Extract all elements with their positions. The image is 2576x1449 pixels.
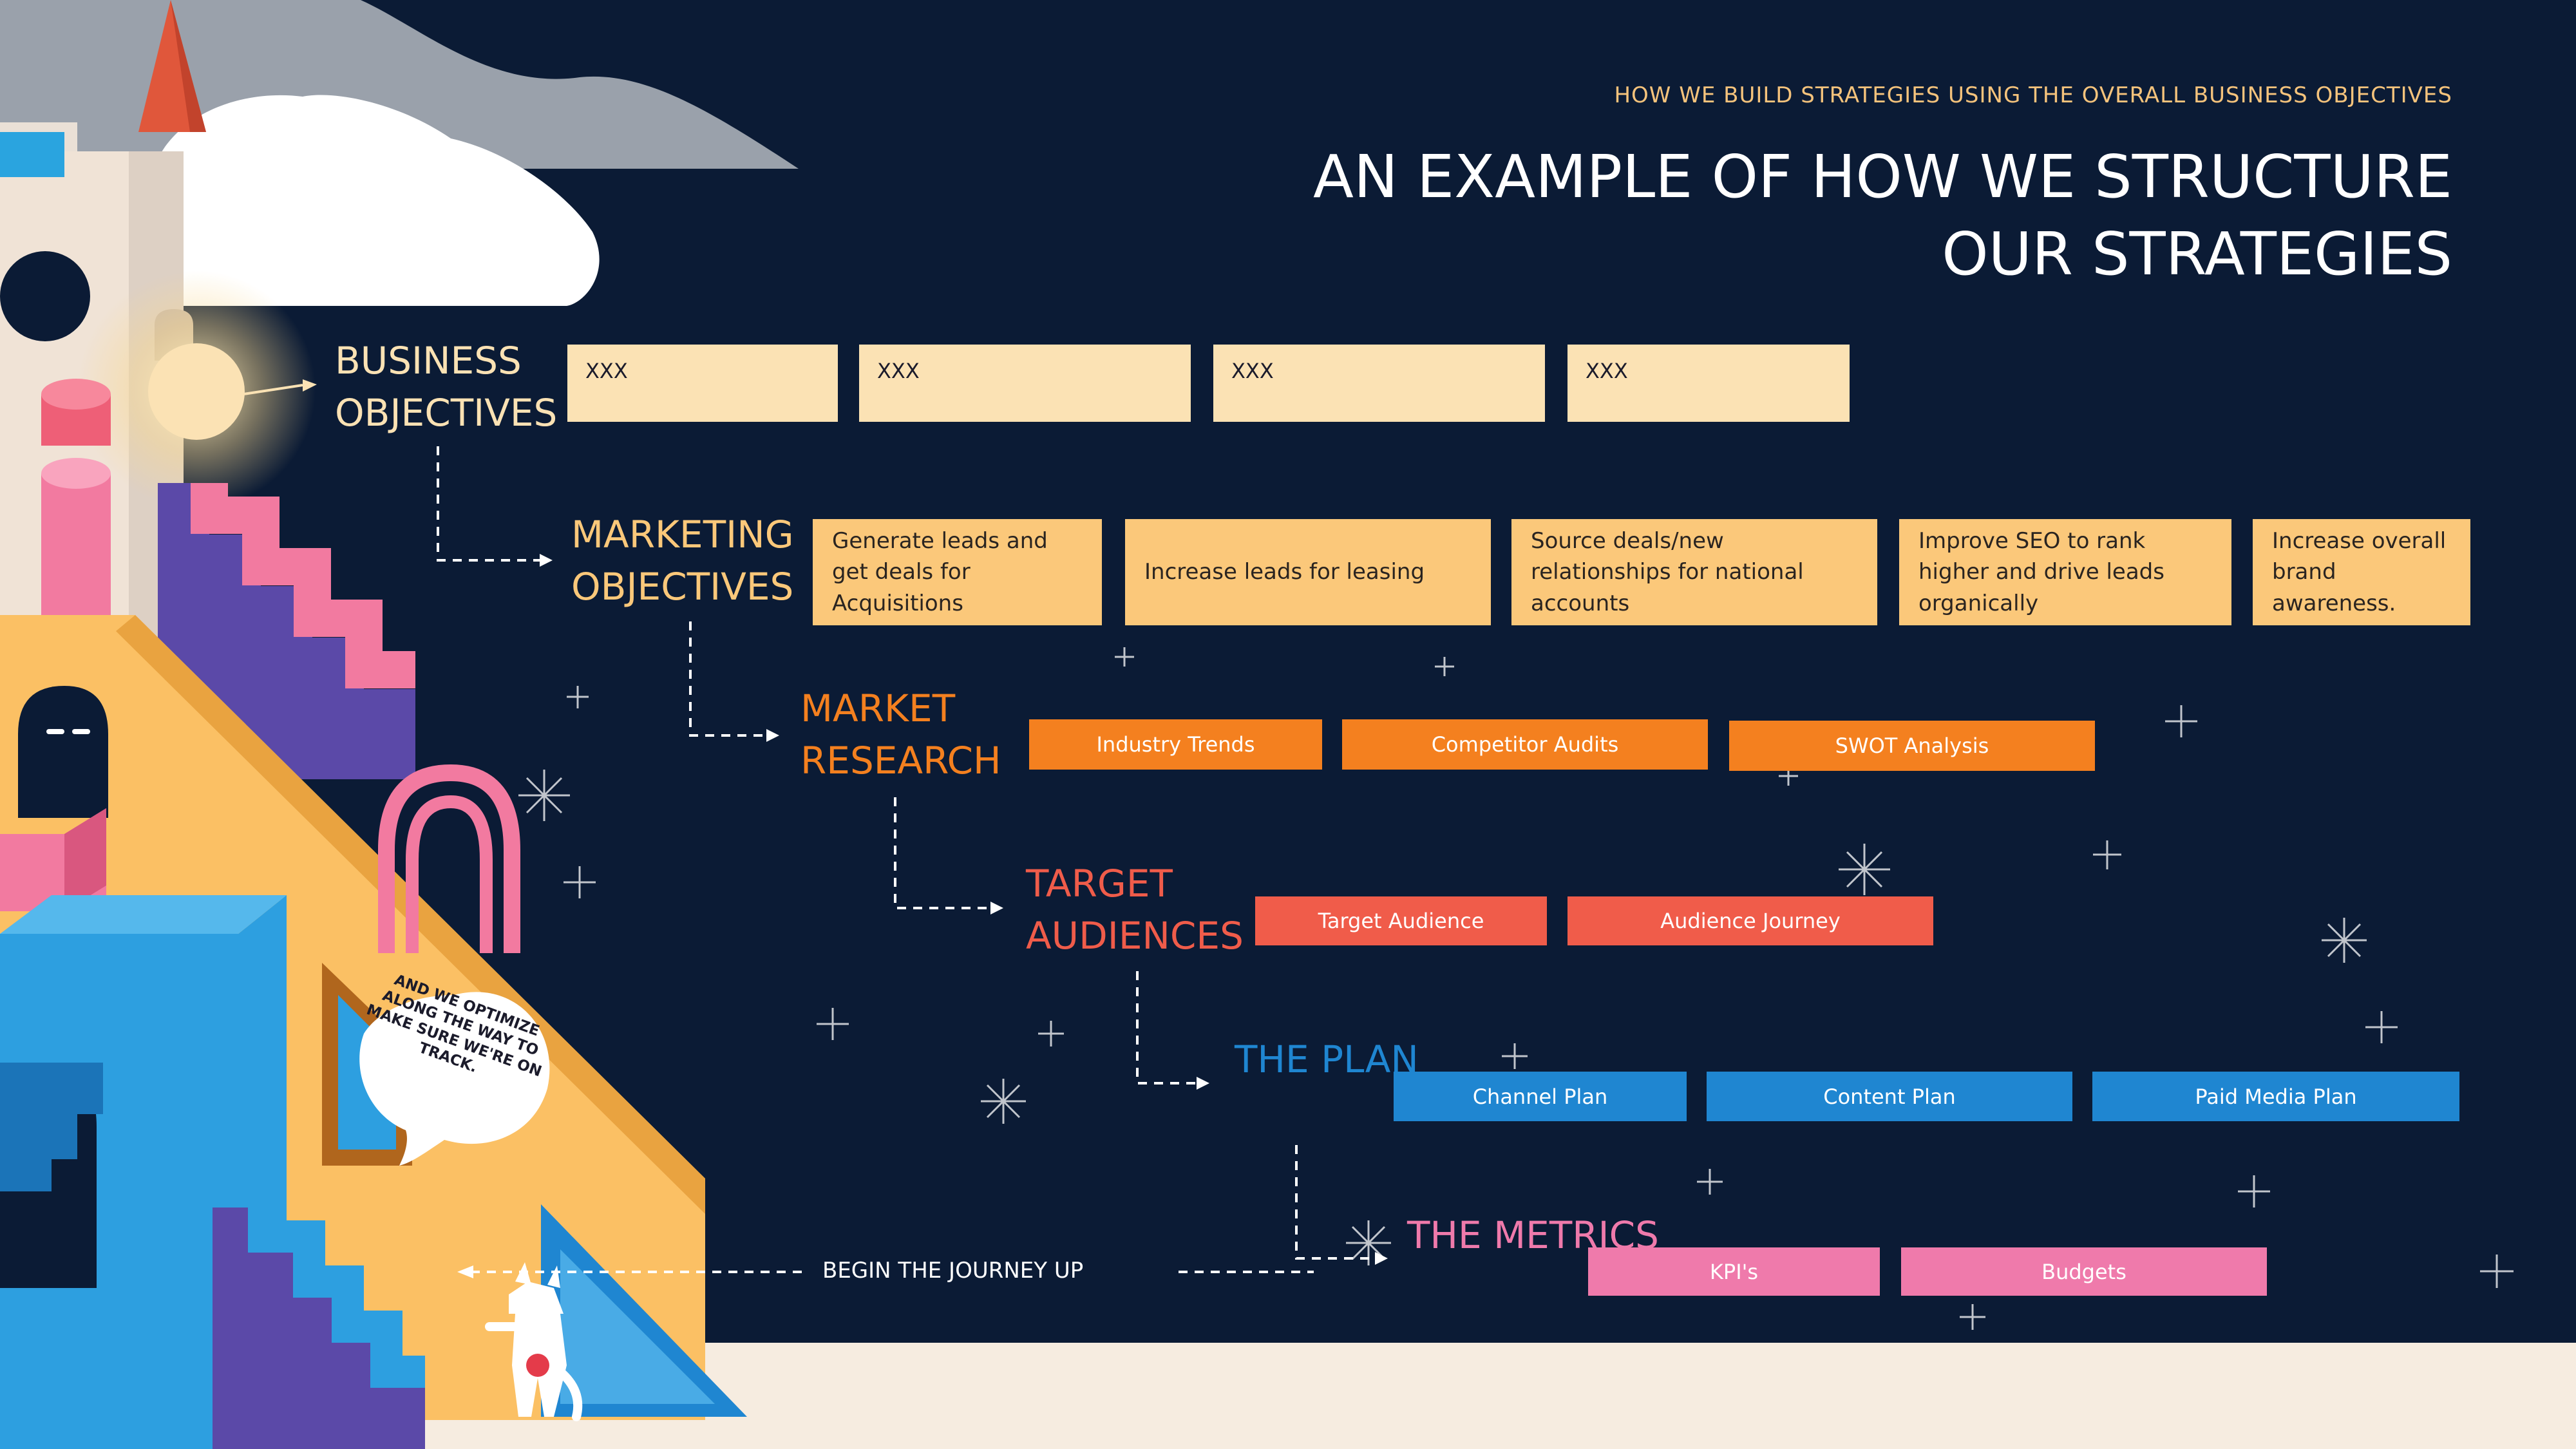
- business-objective-text: XXX: [1231, 359, 1274, 383]
- plan-bar: Channel Plan: [1394, 1072, 1687, 1121]
- marketing-objective-box: Increase leads for leasing: [1125, 519, 1491, 625]
- target-audience-text: Audience Journey: [1660, 909, 1841, 933]
- tower-porthole: [0, 251, 90, 341]
- tower-spire-shade: [171, 0, 206, 132]
- plan-text: Content Plan: [1823, 1084, 1956, 1109]
- marketing-objective-box: Source deals/new relationships for natio…: [1511, 519, 1877, 625]
- plan-text: Channel Plan: [1472, 1084, 1608, 1109]
- business-objective-box: XXX: [1567, 345, 1850, 422]
- market-research-bar: Industry Trends: [1029, 719, 1322, 770]
- tower-window: [0, 132, 64, 177]
- market-research-bar: SWOT Analysis: [1729, 721, 2095, 771]
- arrowheads: [457, 554, 1388, 1278]
- marketing-objective-box: Increase overall brand awareness.: [2253, 519, 2470, 625]
- marketing-objective-text: Increase leads for leasing: [1144, 559, 1425, 585]
- market-research-text: SWOT Analysis: [1835, 734, 1989, 758]
- business-objective-box: XXX: [859, 345, 1191, 422]
- metrics-text: KPI's: [1709, 1259, 1759, 1284]
- marketing-objective-text: Source deals/new relationships for natio…: [1531, 528, 1804, 616]
- market-research-text: Industry Trends: [1096, 732, 1255, 757]
- page-title: AN EXAMPLE OF HOW WE STRUCTURE OUR STRAT…: [1313, 142, 2452, 289]
- marketing-objective-text: Increase overall brand awareness.: [2272, 528, 2447, 616]
- doorway: [18, 686, 108, 818]
- market-research-text: Competitor Audits: [1431, 732, 1619, 757]
- marketing-objective-text: Generate leads and get deals for Acquisi…: [832, 528, 1048, 616]
- lamp-arrow: [243, 384, 303, 395]
- marketing-objective-box: Improve SEO to rank higher and drive lea…: [1899, 519, 2231, 625]
- marketing-objective-text: Improve SEO to rank higher and drive lea…: [1918, 528, 2164, 616]
- business-objective-text: XXX: [1586, 359, 1628, 383]
- target-audience-text: Target Audience: [1318, 909, 1484, 933]
- metrics-bar: KPI's: [1588, 1247, 1880, 1296]
- page-kicker: HOW WE BUILD STRATEGIES USING THE OVERAL…: [1614, 82, 2452, 108]
- market-research-bar: Competitor Audits: [1342, 719, 1708, 770]
- stage-label-target-audiences: TARGET AUDIENCES: [1026, 862, 1244, 958]
- target-audience-bar: Audience Journey: [1567, 896, 1933, 945]
- lamp: [148, 343, 245, 440]
- metrics-bar: Budgets: [1901, 1247, 2267, 1296]
- connectors: [437, 446, 1375, 1273]
- marketing-objective-box: Generate leads and get deals for Acquisi…: [813, 519, 1102, 625]
- plan-bar: Paid Media Plan: [2092, 1072, 2459, 1121]
- journey-label: BEGIN THE JOURNEY UP: [822, 1258, 1084, 1283]
- speech-bubble: [359, 992, 550, 1166]
- plan-text: Paid Media Plan: [2195, 1084, 2357, 1109]
- business-objective-box: XXX: [1213, 345, 1545, 422]
- stage-label-the-plan: THE PLAN: [1235, 1037, 1419, 1081]
- pink-arches: [378, 764, 520, 953]
- metrics-text: Budgets: [2041, 1259, 2126, 1284]
- pink-cylinder: [41, 473, 111, 638]
- white-cloud: [146, 95, 600, 306]
- stage-label-market-research: MARKET RESEARCH: [800, 687, 1001, 783]
- plan-bar: Content Plan: [1707, 1072, 2072, 1121]
- business-objective-text: XXX: [877, 359, 920, 383]
- stage-label-marketing-objectives: MARKETING OBJECTIVES: [571, 513, 794, 609]
- target-audience-bar: Target Audience: [1255, 896, 1547, 945]
- business-objective-box: XXX: [567, 345, 838, 422]
- stage-label-business-objectives: BUSINESS OBJECTIVES: [335, 339, 558, 435]
- business-objective-text: XXX: [585, 359, 628, 383]
